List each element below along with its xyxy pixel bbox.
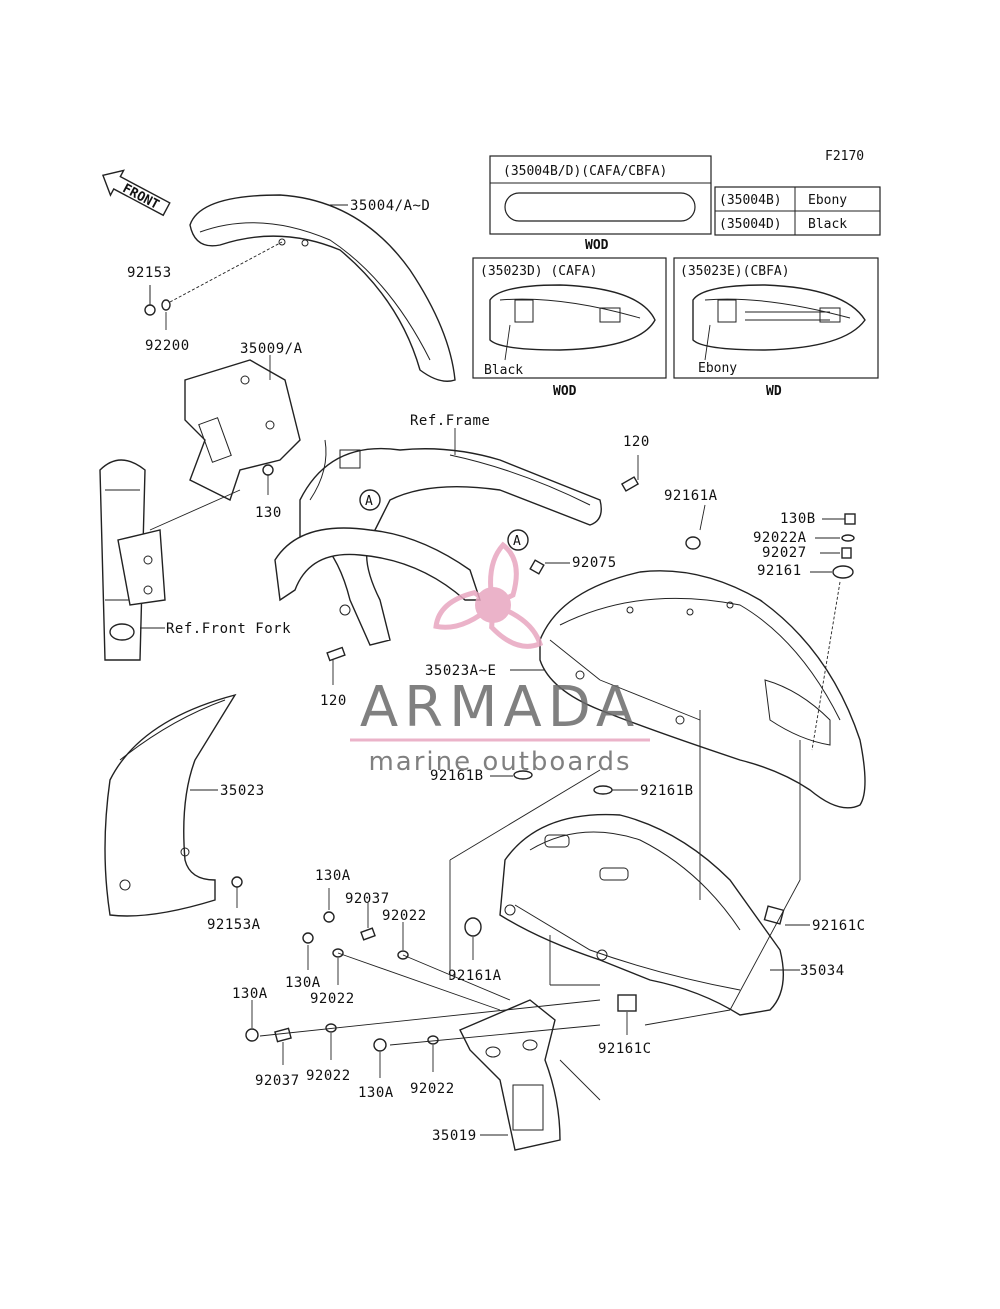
part-label-35034: 35034 [800, 963, 845, 979]
bolt-92075-icon [529, 559, 570, 575]
part-label-92022A: 92022A [753, 530, 807, 546]
rear-fender-ebony-box: (35023E)(CBFA) Ebony WD [673, 257, 879, 399]
ref-frame: Ref.Frame [410, 413, 490, 429]
cushion-92161C-lower-icon [617, 994, 637, 1035]
rear-black-title: (35023D) (CAFA) [480, 264, 597, 279]
part-label-130A-c: 130A [232, 986, 268, 1002]
rear-black-color-label: Black [484, 363, 523, 378]
rear-fender-drawing [539, 570, 866, 809]
rear-fender-inner-drawing [104, 693, 237, 917]
bolt-130B-icon [822, 513, 856, 525]
rear-ebony-title: (35023E)(CBFA) [680, 264, 790, 279]
part-label-35023: 35023 [220, 783, 265, 799]
part-label-130A-a: 130A [315, 868, 351, 884]
part-label-92022-d: 92022 [410, 1081, 455, 1097]
part-label-92161A-lower: 92161A [448, 968, 502, 984]
front-fender-drawing [189, 194, 456, 382]
svg-text:A: A [513, 534, 521, 549]
assembly-lines [149, 489, 801, 1101]
bolt-130A-d-icon [373, 1038, 387, 1078]
color-table: (35004B) Ebony (35004D) Black [714, 186, 881, 236]
front-arrow-label: FRONT [120, 181, 162, 213]
part-label-92161B-left: 92161B [430, 768, 484, 784]
bolt-130A-a-icon [323, 888, 335, 923]
part-label-130A-d: 130A [358, 1085, 394, 1101]
part-label-92027: 92027 [762, 545, 807, 561]
washer-92022-d-icon [427, 1035, 439, 1072]
part-label-92161C-lower: 92161C [598, 1041, 652, 1057]
propeller-icon [429, 541, 546, 655]
washer-92022A-icon [815, 534, 855, 542]
grommet-92161A-upper-icon [685, 504, 706, 550]
bolt-130A-b-icon [302, 932, 314, 970]
collar-92037-a-icon [360, 903, 376, 941]
ref-a-marker-1: A [359, 489, 381, 511]
part-label-92161B-right: 92161B [640, 783, 694, 799]
part-label-130B: 130B [780, 511, 816, 527]
bolt-92153A-icon [231, 876, 243, 908]
part-label-130A-b: 130A [285, 975, 321, 991]
part-label-92022-c: 92022 [306, 1068, 351, 1084]
fender-option-title: (35004B/D)(CAFA/CBFA) [503, 164, 667, 179]
fender-bracket-drawing [184, 359, 301, 501]
fender-option-caption: WOD [585, 238, 609, 253]
ref-a-marker-2: A [507, 529, 529, 551]
part-label-92153: 92153 [127, 265, 172, 281]
washer-92022-c-icon [325, 1023, 337, 1060]
watermark-name: ARMADA [360, 675, 640, 740]
part-label-120-lower: 120 [320, 693, 347, 709]
color-table-color-2: Black [808, 217, 847, 232]
fender-subframe-drawing [499, 813, 785, 1016]
front-fork-drawing [99, 459, 166, 661]
rear-ebony-caption: WD [766, 384, 782, 399]
washer-92022-a-icon [397, 922, 409, 960]
figure-code: F2170 [825, 149, 864, 164]
color-table-code-2: (35004D) [719, 217, 782, 232]
part-label-35009: 35009/A [240, 341, 303, 357]
armada-logo: ARMADA marine outboards [350, 541, 650, 777]
license-bracket-drawing [459, 999, 561, 1151]
part-label-92022-a: 92022 [382, 908, 427, 924]
rear-fender-black-box: (35023D) (CAFA) Black WOD [472, 257, 667, 399]
part-label-92161C-upper: 92161C [812, 918, 866, 934]
part-label-35019: 35019 [432, 1128, 477, 1144]
part-label-92153A: 92153A [207, 917, 261, 933]
rear-ebony-color-label: Ebony [698, 361, 737, 376]
washer-92200-icon [161, 299, 171, 330]
collar-92027-icon [820, 547, 852, 559]
part-label-92075: 92075 [572, 555, 617, 571]
rear-black-caption: WOD [553, 384, 577, 399]
grommet-92161B-right-icon [593, 785, 638, 795]
color-table-color-1: Ebony [808, 193, 847, 208]
bolt-92153-icon [144, 285, 156, 316]
cushion-92161C-upper-icon [763, 905, 810, 926]
bolt-130A-c-icon [245, 1000, 259, 1042]
grommet-92161-icon [810, 565, 854, 579]
fender-option-box: (35004B/D)(CAFA/CBFA) WOD [489, 155, 712, 253]
watermark-tagline: marine outboards [368, 747, 631, 777]
part-label-92200: 92200 [145, 338, 190, 354]
part-label-92161A-upper: 92161A [664, 488, 718, 504]
part-label-92037-b: 92037 [255, 1073, 300, 1089]
grommet-92161A-lower-icon [464, 917, 482, 960]
svg-text:A: A [365, 494, 373, 509]
color-table-code-1: (35004B) [719, 193, 782, 208]
part-label-130: 130 [255, 505, 282, 521]
fender-strip-icon [504, 192, 696, 222]
grommet-92161B-left-icon [490, 770, 533, 780]
front-arrow-icon: FRONT [101, 169, 171, 217]
bolt-120-upper-icon [620, 455, 640, 492]
rear-fender-black-icon [489, 284, 656, 351]
bolt-120-lower-icon [326, 646, 346, 685]
ref-front-fork: Ref.Front Fork [166, 621, 291, 637]
part-label-120-upper: 120 [623, 434, 650, 450]
part-label-92161: 92161 [757, 563, 802, 579]
part-label-35004: 35004/A~D [350, 198, 430, 214]
part-label-92022-b: 92022 [310, 991, 355, 1007]
part-label-35023AE: 35023A~E [425, 663, 496, 679]
bolt-130-icon [262, 464, 274, 495]
part-label-92037-a: 92037 [345, 891, 390, 907]
